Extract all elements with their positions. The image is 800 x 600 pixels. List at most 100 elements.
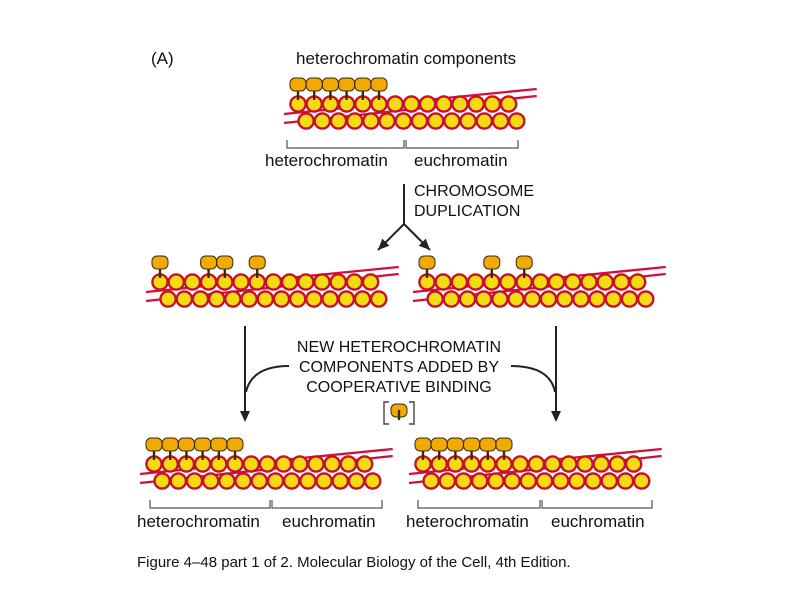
nucleosome bbox=[499, 273, 517, 291]
nucleosome bbox=[584, 472, 602, 490]
nucleosome bbox=[450, 273, 469, 291]
heterochromatin-bracket bbox=[286, 140, 405, 149]
region-brackets bbox=[149, 140, 653, 509]
nucleosome bbox=[459, 112, 477, 130]
nucleosome bbox=[438, 472, 457, 490]
nucleosome bbox=[426, 290, 444, 308]
protein-cap bbox=[200, 255, 218, 270]
nucleosome bbox=[636, 290, 655, 308]
nucleosome bbox=[191, 290, 210, 308]
nucleosome bbox=[313, 273, 331, 291]
daughter-fiber-left bbox=[145, 255, 399, 308]
nucleosome bbox=[361, 273, 380, 291]
nucleosome bbox=[378, 112, 396, 130]
nucleosome bbox=[296, 273, 315, 291]
panel-label: (A) bbox=[151, 49, 174, 68]
nucleosome bbox=[443, 112, 461, 130]
nucleosome bbox=[467, 95, 486, 113]
protein-cap bbox=[446, 437, 464, 452]
nucleosome bbox=[531, 273, 550, 291]
protein-cap bbox=[414, 437, 432, 452]
nucleosome bbox=[475, 112, 494, 130]
parent-fiber bbox=[283, 77, 537, 130]
duplication-label: CHROMOSOME DUPLICATION bbox=[414, 182, 534, 222]
protein-cap bbox=[177, 437, 195, 452]
nucleosome bbox=[159, 290, 177, 308]
protein-cap bbox=[289, 77, 307, 92]
heterochromatin-protein bbox=[483, 255, 501, 278]
nucleosome bbox=[362, 112, 380, 130]
heterochromatin-protein bbox=[305, 77, 323, 100]
nucleosome bbox=[207, 290, 226, 308]
nucleosome bbox=[507, 290, 525, 308]
protein-cap bbox=[305, 77, 323, 92]
final-fiber-left bbox=[139, 437, 393, 490]
nucleosome bbox=[363, 472, 382, 490]
heterochromatin-protein bbox=[463, 437, 481, 460]
euchromatin-bracket bbox=[405, 140, 519, 149]
cooperative-binding-label: NEW HETEROCHROMATIN COMPONENTS ADDED BY … bbox=[284, 338, 514, 398]
nucleosome bbox=[347, 472, 366, 490]
left-feeder-curve bbox=[245, 365, 290, 393]
region-label-euchromatin: euchromatin bbox=[414, 151, 508, 170]
nucleosome bbox=[572, 290, 590, 308]
nucleosome bbox=[628, 273, 647, 291]
nucleosome bbox=[487, 472, 505, 490]
nucleosome bbox=[507, 112, 526, 130]
nucleosome bbox=[264, 273, 283, 291]
protein-cap bbox=[151, 255, 169, 270]
heterochromatin-protein bbox=[194, 437, 212, 460]
nucleosome bbox=[185, 472, 204, 490]
right-feeder-curve bbox=[510, 365, 556, 393]
cooperative-line-2: COMPONENTS ADDED BY bbox=[298, 359, 500, 376]
protein-cap bbox=[430, 437, 448, 452]
nucleosome bbox=[313, 112, 332, 130]
duplication-line-2: DUPLICATION bbox=[414, 203, 521, 220]
nucleosome bbox=[234, 472, 252, 490]
heterochromatin-protein bbox=[248, 255, 266, 278]
nucleosome bbox=[345, 112, 364, 130]
nucleosome bbox=[523, 290, 542, 308]
left-down-arrowhead bbox=[240, 411, 250, 422]
nucleosome bbox=[596, 273, 615, 291]
nucleosome bbox=[442, 290, 461, 308]
heterochromatin-protein bbox=[418, 255, 436, 278]
protein-cap bbox=[210, 437, 228, 452]
nucleosome bbox=[201, 472, 220, 490]
final-fiber-right bbox=[408, 437, 662, 490]
nucleosome bbox=[451, 95, 469, 113]
nucleosome bbox=[422, 472, 440, 490]
heterochromatin-protein bbox=[289, 77, 307, 100]
nucleosome bbox=[323, 455, 342, 473]
nucleosome bbox=[266, 472, 285, 490]
nucleosome bbox=[315, 472, 333, 490]
nucleosome bbox=[624, 455, 643, 473]
nucleosome bbox=[503, 472, 521, 490]
nucleosome bbox=[470, 472, 489, 490]
heterochromatin-components-label: heterochromatin components bbox=[296, 49, 517, 68]
nucleosome bbox=[483, 95, 502, 113]
nucleosome bbox=[272, 290, 291, 308]
protein-cap bbox=[515, 255, 533, 270]
nucleosome bbox=[632, 472, 651, 490]
nucleosome bbox=[355, 455, 374, 473]
heterochromatin-protein bbox=[161, 437, 179, 460]
euchromatin-bracket-right bbox=[541, 500, 653, 509]
protein-cap bbox=[418, 255, 436, 270]
nucleosome bbox=[339, 455, 358, 473]
nucleosome bbox=[175, 290, 194, 308]
nucleosome bbox=[580, 273, 598, 291]
nucleosome bbox=[297, 112, 315, 130]
protein-cap bbox=[338, 77, 356, 92]
cooperative-line-3: COOPERATIVE BINDING bbox=[306, 379, 492, 396]
nucleosome bbox=[547, 273, 566, 291]
heterochromatin-protein bbox=[370, 77, 388, 100]
nucleosome bbox=[402, 95, 421, 113]
nucleosome bbox=[466, 273, 485, 291]
protein-cap bbox=[145, 437, 163, 452]
heterochromatin-protein bbox=[414, 437, 432, 460]
nucleosome bbox=[410, 112, 429, 130]
euchromatin-bracket-left bbox=[271, 500, 383, 509]
nucleosome bbox=[568, 472, 586, 490]
